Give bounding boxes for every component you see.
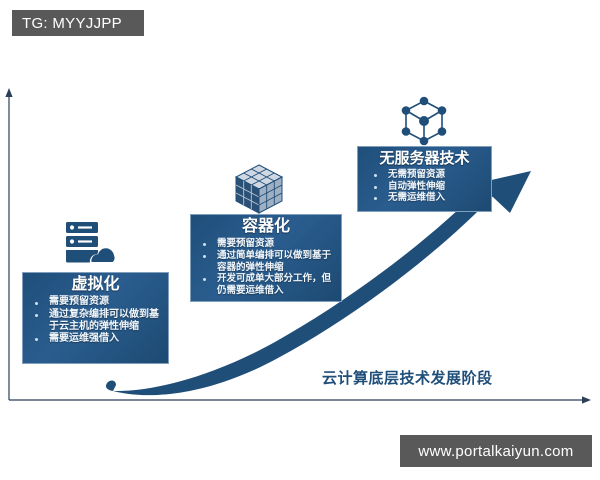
bullet-text: 通过简单编排可以做到基于容器的弹性伸缩 xyxy=(217,249,332,273)
bullet-text: 需要预留资源 xyxy=(49,296,109,308)
list-item: 无需预留资源 xyxy=(362,169,487,181)
stage-card-containerization[interactable]: 容器化 需要预留资源 通过简单编排可以做到基于容器的弹性伸缩 开发可成单大部分工… xyxy=(190,214,342,302)
bullet-text: 无需运维借入 xyxy=(388,192,446,204)
bullet-text: 自动弹性伸缩 xyxy=(388,180,446,192)
list-item: 需要运维强借入 xyxy=(27,333,164,345)
stage-bullet-list-virtualization: 需要预留资源 通过复杂编排可以做到基于云主机的弹性伸缩 需要运维强借入 xyxy=(27,296,164,345)
axis-caption-label: 云计算底层技术发展阶段 xyxy=(322,370,493,387)
bullet-dot-icon xyxy=(203,243,206,247)
list-item: 无需运维借入 xyxy=(362,192,487,204)
cube-icon xyxy=(232,162,286,216)
watermark-bottom-url: www.portalkaiyun.com xyxy=(400,435,592,467)
server-cloud-icon xyxy=(60,218,116,270)
horizontal-axis xyxy=(9,396,591,404)
stage-card-serverless[interactable]: 无服务器技术 无需预留资源 自动弹性伸缩 无需运维借入 xyxy=(357,146,492,212)
network-node-icon xyxy=(398,96,450,146)
list-item: 需要预留资源 xyxy=(27,296,164,308)
list-item: 自动弹性伸缩 xyxy=(362,181,487,193)
stage-title-serverless: 无服务器技术 xyxy=(379,150,470,167)
vertical-axis xyxy=(5,88,13,400)
bullet-dot-icon xyxy=(203,254,206,258)
bullet-dot-icon xyxy=(374,174,377,178)
bullet-text: 无需预留资源 xyxy=(388,169,446,181)
bullet-dot-icon xyxy=(35,313,38,317)
list-item: 通过复杂编排可以做到基于云主机的弹性伸缩 xyxy=(27,309,164,333)
stage-title-virtualization: 虚拟化 xyxy=(71,276,120,293)
bullet-text: 需要运维强借入 xyxy=(49,332,119,344)
watermark-top-tag: TG: MYYJJPP xyxy=(12,10,144,36)
stage-bullet-list-containerization: 需要预留资源 通过简单编排可以做到基于容器的弹性伸缩 开发可成单大部分工作，但仍… xyxy=(195,238,337,296)
stage-card-virtualization[interactable]: 虚拟化 需要预留资源 通过复杂编排可以做到基于云主机的弹性伸缩 需要运维强借入 xyxy=(22,272,169,364)
bullet-dot-icon xyxy=(374,197,377,201)
bullet-text: 通过复杂编排可以做到基于云主机的弹性伸缩 xyxy=(49,308,159,332)
list-item: 需要预留资源 xyxy=(195,238,337,250)
bullet-dot-icon xyxy=(374,185,377,189)
list-item: 通过简单编排可以做到基于容器的弹性伸缩 xyxy=(195,250,337,273)
bullet-text: 需要预留资源 xyxy=(217,238,275,250)
bullet-text: 开发可成单大部分工作，但仍需要运维借入 xyxy=(217,273,332,296)
stage-bullet-list-serverless: 无需预留资源 自动弹性伸缩 无需运维借入 xyxy=(362,169,487,204)
stage-title-containerization: 容器化 xyxy=(241,218,290,235)
list-item: 开发可成单大部分工作，但仍需要运维借入 xyxy=(195,273,337,296)
bullet-dot-icon xyxy=(203,278,206,282)
bullet-dot-icon xyxy=(35,338,38,342)
bullet-dot-icon xyxy=(35,301,38,305)
